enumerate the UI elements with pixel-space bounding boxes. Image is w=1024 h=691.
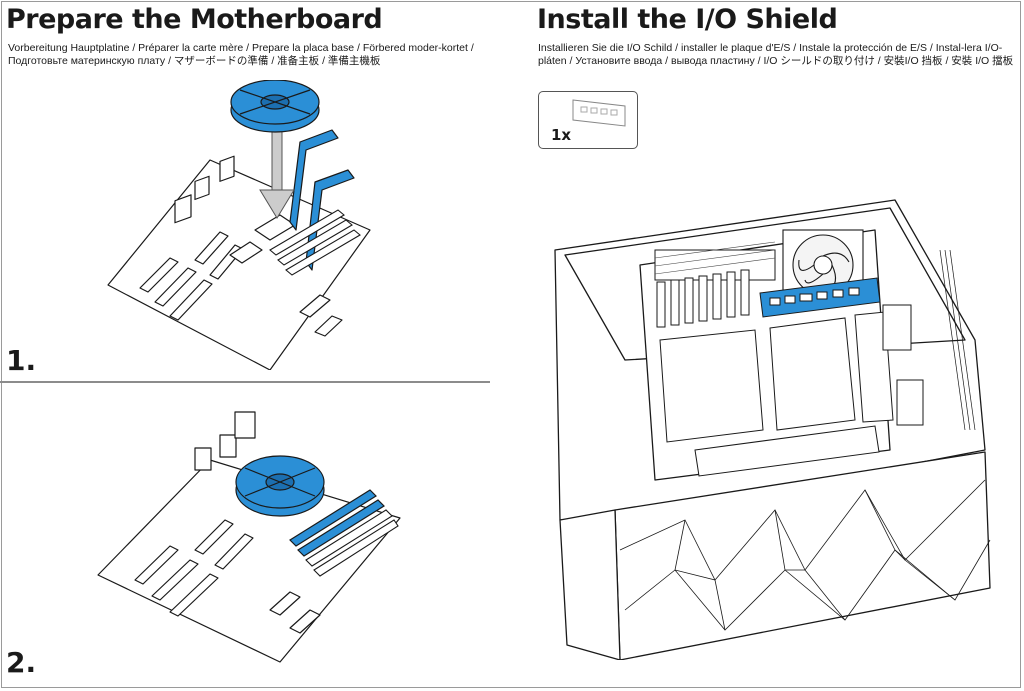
motherboard-illustration-step2 bbox=[97, 411, 401, 663]
ram-sticks bbox=[289, 489, 385, 557]
front-panel-pattern bbox=[619, 479, 991, 631]
down-arrow-icon bbox=[259, 189, 295, 219]
parts-box-io-shield: 1x bbox=[538, 91, 638, 149]
step-number-2: 2. bbox=[6, 646, 37, 679]
io-shield-highlight bbox=[759, 277, 881, 318]
page-title-io-shield: Install the I/O Shield bbox=[537, 4, 838, 35]
subtitle-motherboard-translations: Vorbereitung Hauptplatine / Préparer la … bbox=[8, 42, 474, 67]
subtitle-io-shield-translations: Installieren Sie die I/O Schild / instal… bbox=[538, 42, 1014, 67]
parts-quantity: 1x bbox=[551, 126, 572, 144]
cpu-cooler bbox=[230, 80, 320, 133]
vent-grid bbox=[654, 241, 776, 275]
motherboard-board bbox=[107, 159, 371, 370]
page-title-motherboard: Prepare the Motherboard bbox=[6, 4, 383, 35]
step-number-1: 1. bbox=[6, 344, 37, 377]
io-shield-part-icon bbox=[572, 99, 626, 127]
motherboard-illustration-step1 bbox=[107, 80, 371, 370]
case-illustration bbox=[554, 199, 991, 660]
motherboard-board bbox=[97, 459, 401, 663]
cpu-cooler-installed bbox=[235, 455, 325, 517]
section-divider bbox=[0, 381, 490, 383]
